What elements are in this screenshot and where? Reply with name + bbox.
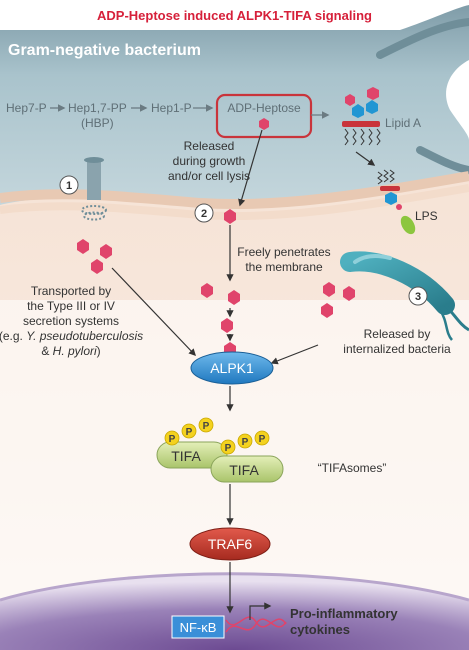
- route-1-example-line-2: & H. pylori): [41, 344, 100, 358]
- label-adp-heptose: ADP-Heptose: [227, 101, 301, 115]
- tifa-label-1: TIFA: [171, 448, 201, 464]
- route-1-number: 1: [66, 180, 72, 192]
- adp-heptose-box: [215, 93, 313, 139]
- route-1-line-1: Transported by: [31, 284, 111, 298]
- arrow-release-to-host: [238, 129, 263, 207]
- label-lps: LPS: [415, 209, 438, 223]
- route-1-line-2: the Type III or IV: [27, 299, 115, 313]
- label-lipid-a: Lipid A: [385, 116, 421, 130]
- phospho-group: [164, 430, 180, 446]
- phospho-group: [198, 417, 214, 433]
- route-2-line-1: Freely penetrates: [237, 245, 330, 259]
- phospho-label: P: [203, 421, 210, 432]
- route-2-line-2: the membrane: [245, 260, 323, 274]
- bacterium-label: Gram-negative bacterium: [8, 42, 201, 59]
- route-1-line-3: secretion systems: [23, 314, 119, 328]
- heptose-molecule: [224, 209, 236, 224]
- label-hbp: (HBP): [81, 116, 114, 130]
- route-3-badge: [408, 286, 428, 306]
- route-2-number: 2: [201, 208, 207, 220]
- alpk1-label: ALPK1: [210, 360, 254, 376]
- lipid-a-icon: [342, 87, 381, 146]
- secretion-system-icon: [81, 157, 107, 221]
- route-1-badge: [59, 175, 79, 195]
- arrow-route-1-to-alpk1: [111, 267, 196, 357]
- lps-icon: [377, 169, 416, 235]
- nfkb-label: NF-κB: [180, 620, 217, 635]
- route-3-line-1: Released by: [364, 327, 431, 341]
- phospho-label: P: [242, 437, 249, 448]
- label-hep7p: Hep7-P: [6, 101, 47, 115]
- traf6-node: [189, 527, 271, 561]
- route-3-line-2: internalized bacteria: [343, 342, 451, 356]
- transcription-arrow: [249, 602, 272, 620]
- released-growth-line-1: Released: [184, 139, 235, 153]
- heptose-molecule: [91, 259, 103, 274]
- heptose-molecule: [323, 282, 335, 297]
- arrow-lipid-a-to-lps: [355, 151, 376, 166]
- route-1-example-line: (e.g. Y. pseudotuberculosis: [0, 329, 143, 343]
- alpk1-node: [190, 351, 274, 385]
- phospho-label: P: [259, 434, 266, 445]
- route-2-badge: [194, 203, 214, 223]
- diagram-title: ADP-Heptose induced ALPK1-TIFA signaling: [97, 8, 372, 23]
- route-3-number: 3: [415, 291, 421, 303]
- heptose-molecule: [77, 239, 89, 254]
- route-1-species-1: Y. pseudotuberculosis: [26, 329, 143, 343]
- heptose-molecule: [201, 283, 213, 298]
- phospho-label: P: [225, 443, 232, 454]
- heptose-molecule: [221, 318, 233, 333]
- phospho-group: [254, 430, 270, 446]
- output-line-1: Pro-inflammatory: [290, 606, 398, 621]
- tifasomes-label: “TIFAsomes”: [318, 461, 387, 475]
- heptose-molecule: [228, 290, 240, 305]
- output-line-2: cytokines: [290, 622, 350, 637]
- tifasome-cluster: TIFA TIFA P P P P P P: [156, 417, 284, 483]
- traf6-label: TRAF6: [208, 536, 253, 552]
- internalized-bacterium-icon: [340, 251, 469, 341]
- heptose-molecule: [259, 118, 269, 130]
- route-1-example-suffix: ): [97, 344, 101, 358]
- phospho-group: [220, 439, 236, 455]
- nfkb-node: [171, 615, 225, 639]
- phospho-group: [237, 433, 253, 449]
- heptose-molecule: [321, 303, 333, 318]
- phospho-label: P: [169, 434, 176, 445]
- dna-icon: [225, 616, 287, 633]
- phospho-label: P: [186, 427, 193, 438]
- label-hep1p: Hep1-P: [151, 101, 192, 115]
- route-1-example-prefix: (e.g.: [0, 329, 26, 343]
- heptose-molecule: [100, 244, 112, 259]
- tifa-node: [210, 455, 284, 483]
- phospho-group: [181, 423, 197, 439]
- arrow-route-3-to-alpk1: [270, 344, 319, 365]
- route-1-example-amp: &: [41, 344, 52, 358]
- tifa-node: [156, 441, 228, 469]
- released-growth-line-2: during growth: [173, 154, 246, 168]
- released-growth-line-3: and/or cell lysis: [168, 169, 250, 183]
- nucleus: [0, 573, 469, 650]
- heptose-molecule: [343, 286, 355, 301]
- label-hep17pp: Hep1,7-PP: [68, 101, 127, 115]
- tifa-label-2: TIFA: [229, 462, 259, 478]
- route-1-species-2: H. pylori: [53, 344, 97, 358]
